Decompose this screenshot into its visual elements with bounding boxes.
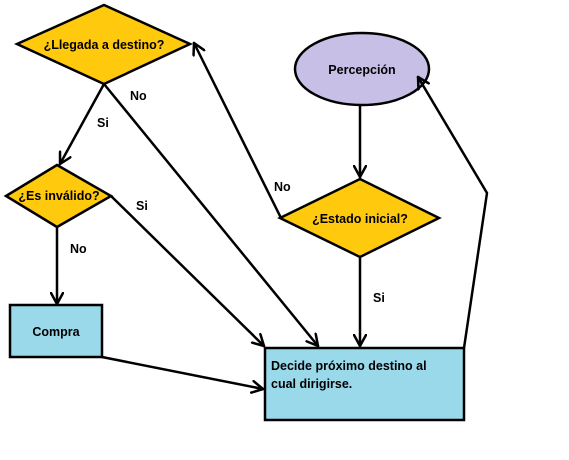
- arrow-compra-to-decide: [100, 355, 265, 389]
- compra-process-label: Compra: [32, 325, 80, 339]
- arrow-llegada-si-to-invalido: [58, 82, 106, 166]
- llegada-decision-diamond[interactable]: [13, 3, 193, 86]
- decide-destino-process-box[interactable]: [263, 346, 466, 422]
- estado-decision-diamond[interactable]: [277, 177, 442, 259]
- arrow-estado-no-to-llegada: [194, 41, 283, 220]
- arrow-decide-to-percepcion: [416, 75, 489, 350]
- edge-label-invalido-no: No: [70, 242, 87, 256]
- edge-label-estado-no: No: [274, 180, 291, 194]
- decide-destino-label-line2: cual dirigirse.: [271, 377, 352, 391]
- percepcion-start-label: Percepción: [328, 63, 395, 77]
- arrow-invalido-si-to-decide: [109, 194, 266, 348]
- decide-destino-label-line1: Decide próximo destino al: [271, 359, 427, 373]
- percepcion-start-ellipse[interactable]: [293, 31, 431, 107]
- estado-decision-label: ¿Estado inicial?: [312, 212, 408, 226]
- arrow-llegada-no-to-decide: [102, 82, 320, 348]
- invalido-decision-label: ¿Es inválido?: [18, 189, 99, 203]
- llegada-decision-label: ¿Llegada a destino?: [44, 38, 165, 52]
- edge-label-invalido-si: Si: [136, 199, 148, 213]
- compra-process-box[interactable]: [8, 303, 104, 359]
- edge-label-llegada-no: No: [130, 89, 147, 103]
- edge-label-llegada-si: Si: [97, 116, 109, 130]
- edge-label-estado-si: Si: [373, 291, 385, 305]
